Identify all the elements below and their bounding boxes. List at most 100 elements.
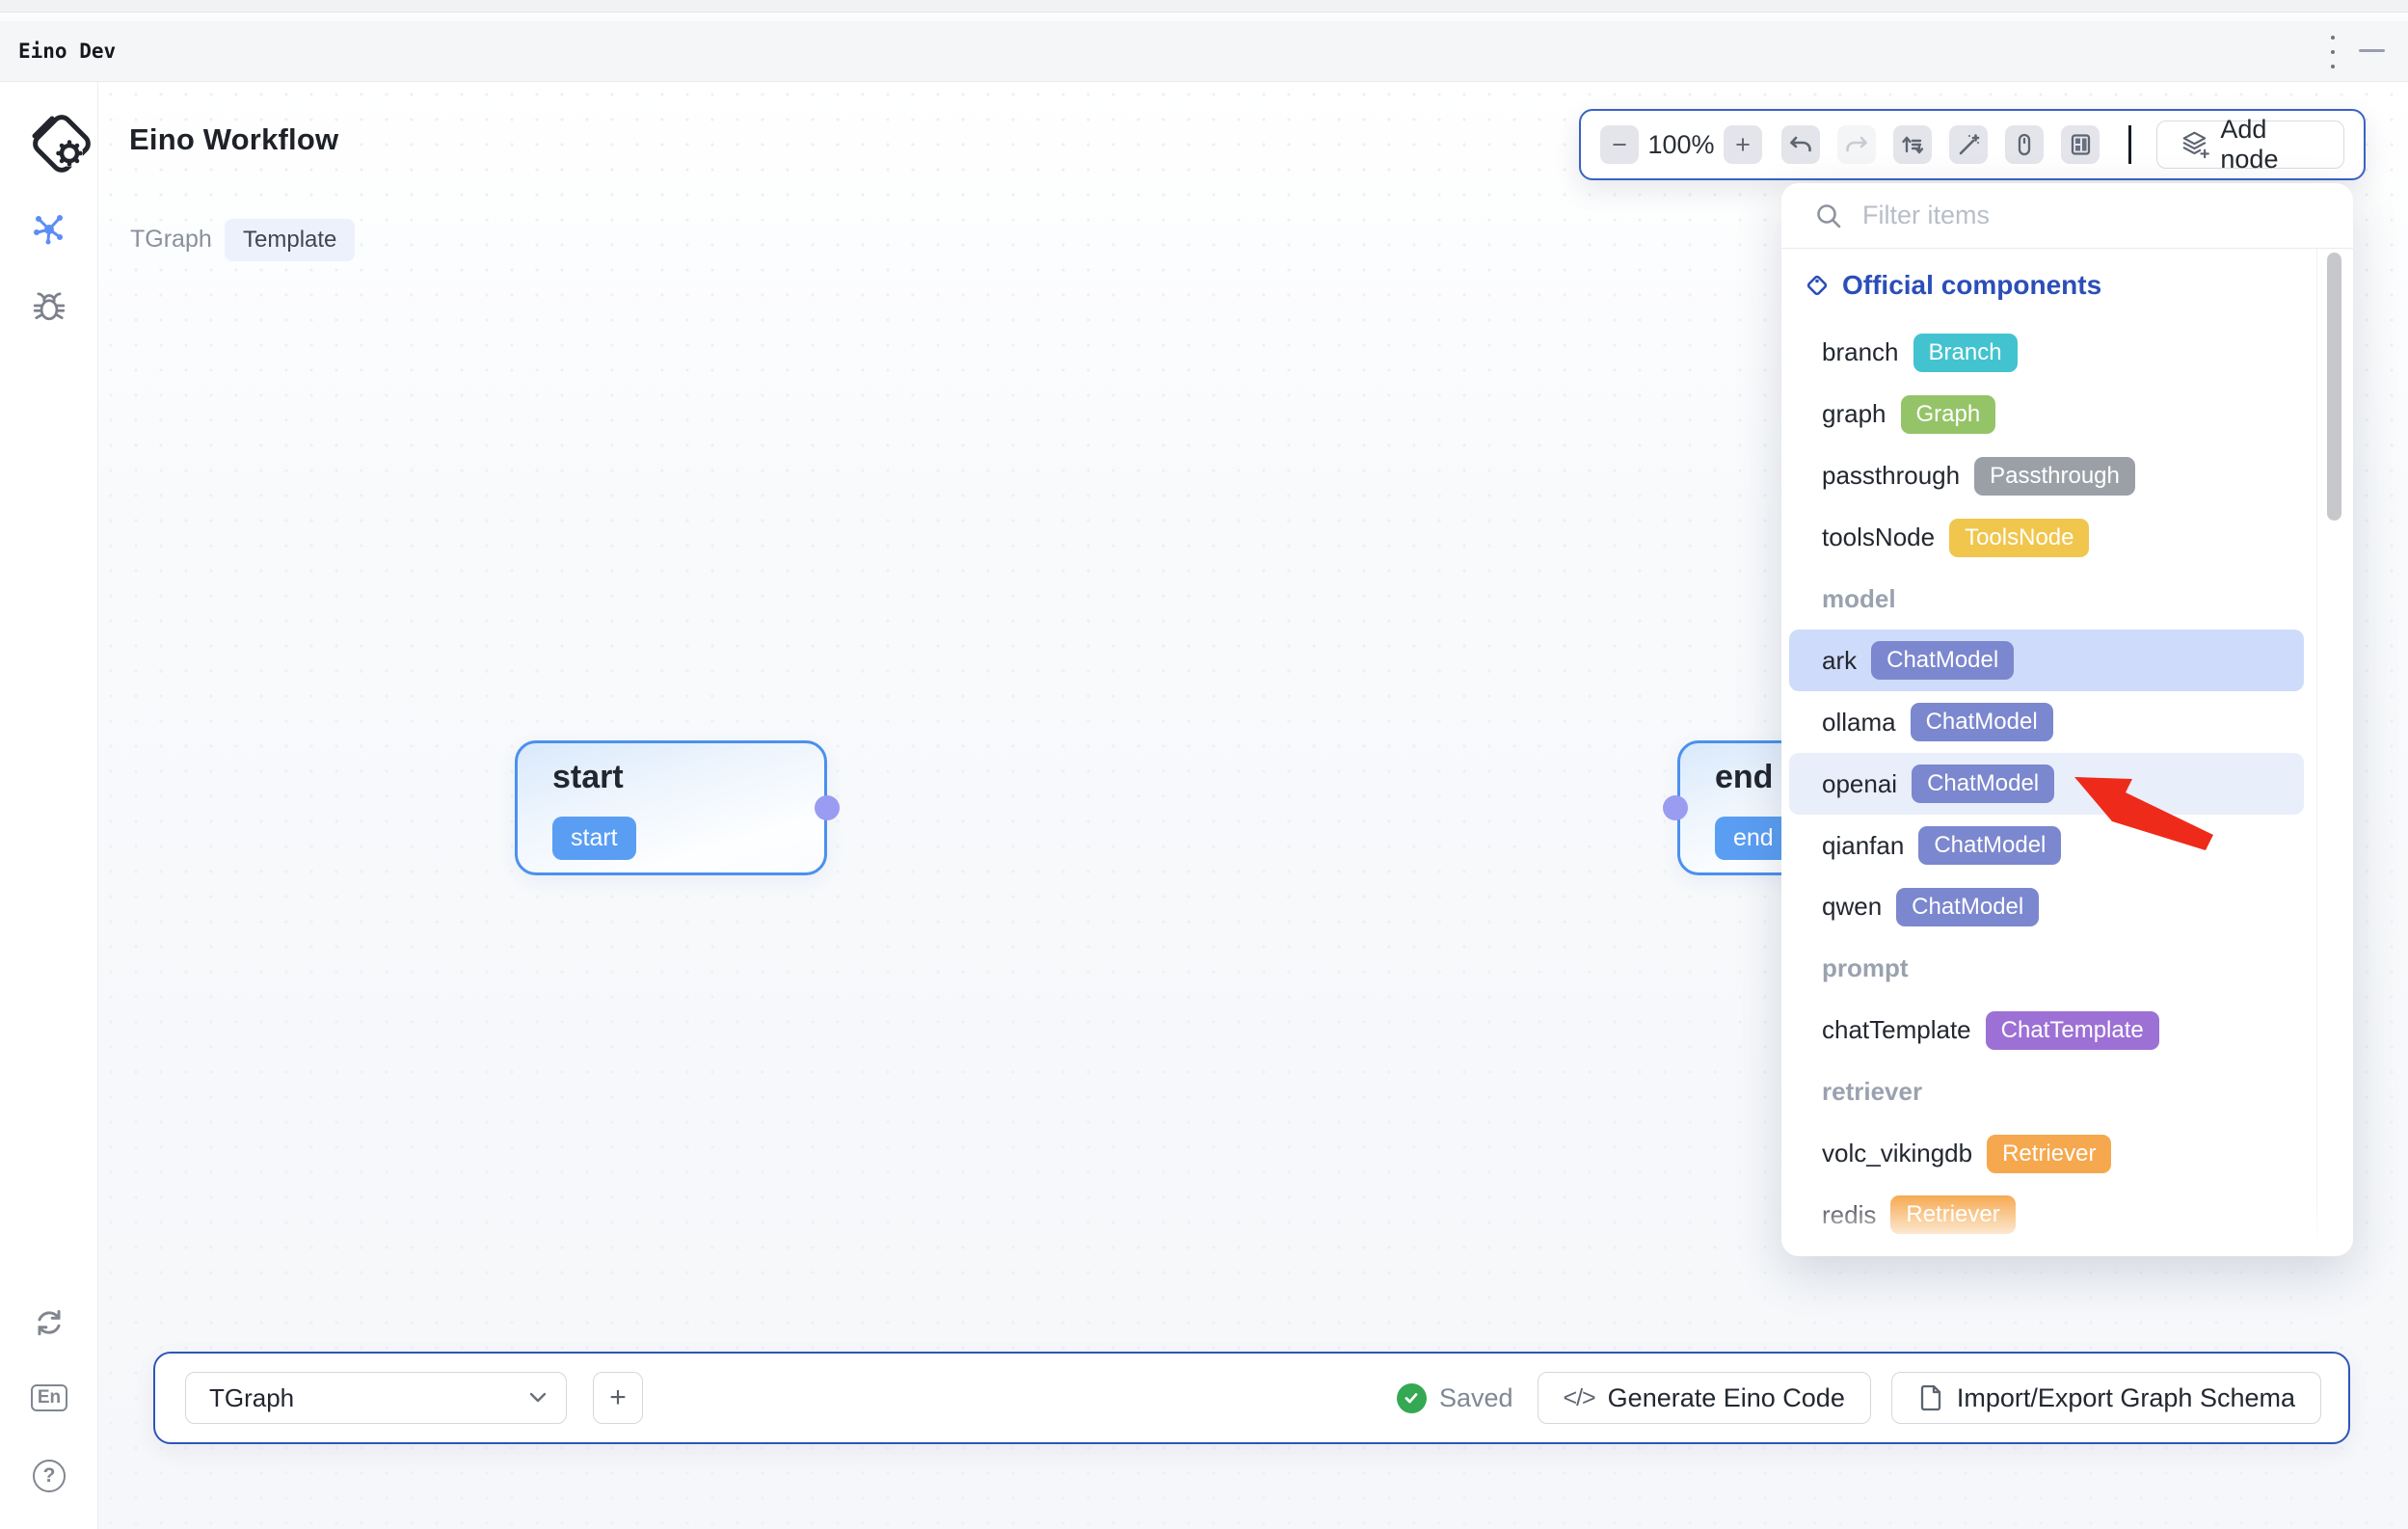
zoom-in-button[interactable]: + <box>1724 125 1762 164</box>
window-title: Eino Dev <box>18 21 116 81</box>
list-item-graph[interactable]: graph Graph <box>1789 384 2304 445</box>
sidebar-item-debug[interactable] <box>30 286 68 325</box>
workflow-hub-icon <box>31 210 67 247</box>
list-item-branch[interactable]: branch Branch <box>1789 322 2304 384</box>
magic-wand-button[interactable] <box>1949 125 1988 164</box>
chatmodel-badge: ChatModel <box>1911 703 2053 741</box>
toolsnode-badge: ToolsNode <box>1949 519 2089 557</box>
help-icon: ? <box>33 1460 66 1492</box>
layers-plus-icon <box>2179 127 2210 162</box>
generate-eino-code-label: Generate Eino Code <box>1608 1383 1845 1413</box>
refresh-icon <box>31 1304 67 1341</box>
import-export-schema-button[interactable]: Import/Export Graph Schema <box>1891 1372 2321 1424</box>
list-item-qianfan[interactable]: qianfan ChatModel <box>1789 815 2304 876</box>
page-title: Eino Workflow <box>129 122 338 157</box>
eino-logo-icon <box>25 107 98 180</box>
canvas-toolbar: − 100% + <box>1579 109 2366 180</box>
list-item-ollama[interactable]: ollama ChatModel <box>1789 691 2304 753</box>
chevron-down-icon <box>529 1392 547 1404</box>
retriever-badge: Retriever <box>1890 1195 2015 1234</box>
window-edge-band <box>0 13 2408 21</box>
list-item-openai[interactable]: openai ChatModel <box>1789 753 2304 815</box>
start-node[interactable]: start start <box>515 740 827 875</box>
graph-select[interactable]: TGraph <box>185 1372 567 1424</box>
language-en-icon: En <box>31 1384 67 1412</box>
window-edge-strip <box>0 0 2408 13</box>
branch-badge: Branch <box>1913 334 2018 372</box>
kebab-menu-icon[interactable] <box>2325 36 2341 68</box>
start-node-title: start <box>552 759 624 796</box>
sort-arrows-icon <box>1899 131 1926 158</box>
graph-badge: Graph <box>1901 395 1996 434</box>
add-node-dropdown: Official components branch Branch graph … <box>1781 183 2353 1256</box>
sidebar-item-language[interactable]: En <box>30 1379 68 1417</box>
list-item-qwen[interactable]: qwen ChatModel <box>1789 876 2304 938</box>
section-label-model: model <box>1789 569 2304 630</box>
tag-icon <box>1803 271 1832 300</box>
retriever-badge: Retriever <box>1987 1135 2111 1173</box>
window-titlebar <box>0 21 2408 82</box>
add-node-button[interactable]: Add node <box>2156 121 2345 169</box>
template-badge: Template <box>225 219 355 261</box>
layout-grid-icon <box>2067 131 2094 158</box>
search-icon <box>1814 201 1843 230</box>
auto-layout-button[interactable] <box>1893 125 1932 164</box>
graph-name-label: TGraph <box>130 226 212 254</box>
scrollbar-thumb[interactable] <box>2327 253 2341 521</box>
undo-icon <box>1788 132 1813 157</box>
end-node-title: end <box>1715 759 1773 796</box>
start-node-badge: start <box>552 817 636 860</box>
chatmodel-badge: ChatModel <box>1912 764 2054 803</box>
list-item-ark[interactable]: ark ChatModel <box>1789 630 2304 691</box>
sidebar-item-workflow[interactable] <box>30 209 68 248</box>
toolbar-divider <box>2128 125 2131 164</box>
filter-row <box>1781 183 2353 249</box>
panel-layout-button[interactable] <box>2061 125 2100 164</box>
redo-button[interactable] <box>1837 125 1876 164</box>
list-item-volc-vikingdb[interactable]: volc_vikingdb Retriever <box>1789 1123 2304 1185</box>
chatmodel-badge: ChatModel <box>1896 888 2039 926</box>
zoom-level: 100% <box>1646 130 1716 160</box>
end-node-input-handle[interactable] <box>1663 795 1688 820</box>
bottom-bar: TGraph + Saved </> Generate Eino Code Im… <box>153 1352 2350 1444</box>
official-components-header: Official components <box>1781 249 2316 322</box>
save-status: Saved <box>1397 1383 1513 1413</box>
sidebar-item-refresh[interactable] <box>30 1303 68 1342</box>
saved-check-icon <box>1397 1383 1427 1413</box>
bug-icon <box>31 287 67 324</box>
undo-button[interactable] <box>1781 125 1820 164</box>
zoom-out-button[interactable]: − <box>1600 125 1639 164</box>
chatmodel-badge: ChatModel <box>1871 641 2014 680</box>
sidebar-item-help[interactable]: ? <box>30 1457 68 1495</box>
list-item-redis[interactable]: redis Retriever <box>1789 1184 2304 1246</box>
minimize-icon[interactable] <box>2359 49 2385 52</box>
end-node-badge: end <box>1715 817 1792 860</box>
magic-wand-icon <box>1955 131 1982 158</box>
mouse-icon <box>2011 131 2038 158</box>
document-icon <box>1917 1382 1944 1413</box>
add-graph-button[interactable]: + <box>593 1372 643 1424</box>
redo-icon <box>1844 132 1869 157</box>
generate-eino-code-button[interactable]: </> Generate Eino Code <box>1538 1372 1871 1424</box>
plus-icon: + <box>1735 130 1751 160</box>
saved-label: Saved <box>1439 1383 1513 1413</box>
minus-icon: − <box>1612 130 1627 160</box>
graph-select-value: TGraph <box>209 1383 294 1413</box>
section-label-retriever: retriever <box>1789 1061 2304 1123</box>
code-icon: </> <box>1564 1384 1595 1412</box>
section-label-prompt: prompt <box>1789 938 2304 1000</box>
chattemplate-badge: ChatTemplate <box>1986 1011 2159 1050</box>
passthrough-badge: Passthrough <box>1974 457 2135 496</box>
official-components-title: Official components <box>1842 270 2101 301</box>
add-node-label: Add node <box>2220 115 2322 174</box>
mouse-mode-button[interactable] <box>2005 125 2044 164</box>
list-item-toolsnode[interactable]: toolsNode ToolsNode <box>1789 507 2304 569</box>
list-item-passthrough[interactable]: passthrough Passthrough <box>1789 445 2304 507</box>
chatmodel-badge: ChatModel <box>1918 826 2061 865</box>
filter-input[interactable] <box>1862 201 2267 230</box>
plus-icon: + <box>609 1381 627 1414</box>
list-item-chattemplate[interactable]: chatTemplate ChatTemplate <box>1789 1000 2304 1061</box>
import-export-schema-label: Import/Export Graph Schema <box>1957 1383 2295 1413</box>
component-list: Official components branch Branch graph … <box>1781 249 2317 1256</box>
start-node-output-handle[interactable] <box>815 795 840 820</box>
